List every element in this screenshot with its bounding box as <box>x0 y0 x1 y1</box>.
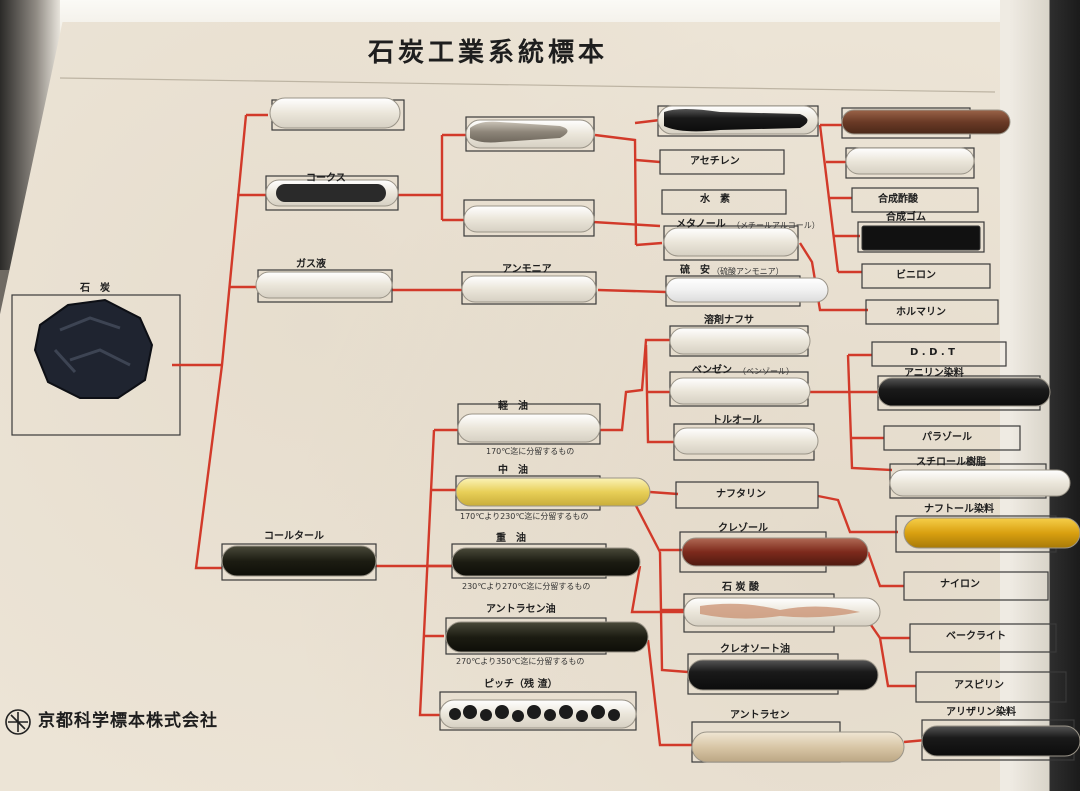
company-name: 京都科学標本株式会社 <box>38 711 218 731</box>
vinylon-label: ビニロン <box>896 270 936 281</box>
tube-heavy-oil <box>451 547 641 577</box>
anthracene-oil-note: 270℃より350℃迄に分留するもの <box>456 657 585 666</box>
gas-liquor-label: ガス液 <box>296 259 326 270</box>
company-logo-icon <box>5 709 31 735</box>
rubber-sample <box>861 225 981 251</box>
tube-acetic <box>845 147 975 175</box>
tube-gas <box>463 205 595 233</box>
carbolic-acid-label: 石 炭 酸 <box>722 582 759 593</box>
heavy-oil-note: 230℃より270℃迄に分留するもの <box>462 582 591 591</box>
hydrogen-label: 水 素 <box>700 194 730 205</box>
coal-tar-label: コールタール <box>264 531 324 542</box>
synthetic-rubber-label: 合成ゴム <box>886 212 926 223</box>
methanol-label: メタノール <box>676 219 726 230</box>
ddt-label: D . D . T <box>910 347 955 358</box>
tube-toluol <box>673 427 819 455</box>
paradichloro-label: パラゾール <box>922 432 972 443</box>
styrol-resin-label: スチロール樹脂 <box>916 457 986 468</box>
benzene-label: ベンゼン <box>692 365 732 376</box>
tube-creosote <box>687 659 879 691</box>
alizarin-dye-label: アリザリン染料 <box>946 707 1016 718</box>
tube-anthracene-oil <box>445 621 649 653</box>
tube-far-illegible <box>841 109 1011 135</box>
aniline-dye-label: アニリン染料 <box>904 368 964 379</box>
tube-benzene <box>669 377 811 405</box>
aspirin-label: アスピリン <box>954 680 1004 691</box>
tube-gas-liquor <box>255 271 393 299</box>
coke-label: コークス <box>306 173 346 184</box>
ammonium-sulfate-label: 硫 安 <box>680 265 710 276</box>
tube-naphthol-dye <box>903 517 1080 549</box>
middle-oil-label: 中 油 <box>498 465 528 476</box>
nylon-label: ナイロン <box>940 579 980 590</box>
ammonium-sulfate-note: （硫酸アンモニア） <box>712 267 784 276</box>
formalin-label: ホルマリン <box>896 307 946 318</box>
page-title: 石炭工業系統標本 <box>368 38 609 68</box>
toluol-label: トルオール <box>712 415 762 426</box>
tube-ammonia <box>461 275 597 303</box>
light-oil-note: 170℃迄に分留するもの <box>486 447 575 456</box>
tube-anthracene <box>691 731 905 763</box>
coal-lump <box>33 298 154 399</box>
test-tubes <box>221 97 1080 763</box>
cresol-label: クレゾール <box>718 523 768 534</box>
light-oil-label: 軽 油 <box>498 401 528 412</box>
middle-oil-note: 170℃より230℃迄に分留するもの <box>460 512 589 521</box>
naphthalene-label: ナフタリン <box>716 489 766 500</box>
creosote-label: クレオソート油 <box>720 644 790 655</box>
pitch-label: ピッチ（残 渣） <box>484 679 558 690</box>
ammonia-label: アンモニア <box>502 264 552 275</box>
tube-aniline-dye <box>877 377 1051 407</box>
methanol-note: （メチールアルコール） <box>732 221 820 230</box>
tube-cresol <box>681 537 869 567</box>
tube-methanol <box>663 227 799 257</box>
coal-label: 石 炭 <box>80 283 110 294</box>
naphthol-dye-label: ナフトール染料 <box>924 504 994 515</box>
anthracene-oil-label: アントラセン油 <box>486 604 556 615</box>
title-rule <box>59 77 996 93</box>
tube-alizarin-dye <box>921 725 1080 757</box>
heavy-oil-label: 重 油 <box>496 533 526 544</box>
tube-solvent-naphtha <box>669 327 811 355</box>
tube-styrol <box>889 469 1071 497</box>
bakelite-label: ベークライト <box>946 631 1006 642</box>
solvent-naphtha-label: 溶剤ナフサ <box>704 315 754 326</box>
tube-light-oil <box>457 413 601 443</box>
benzene-note: （ベンゾール） <box>738 367 794 376</box>
tube-top-illegible <box>269 97 401 129</box>
anthracene-label: アントラセン <box>730 710 790 721</box>
tube-middle-oil <box>455 477 651 507</box>
tube-ammonium-sulfate <box>665 277 829 303</box>
acetylene-label: アセチレン <box>690 156 740 167</box>
acetic-acid-label: 合成酢酸 <box>878 194 918 205</box>
tube-coal-tar <box>221 545 377 577</box>
